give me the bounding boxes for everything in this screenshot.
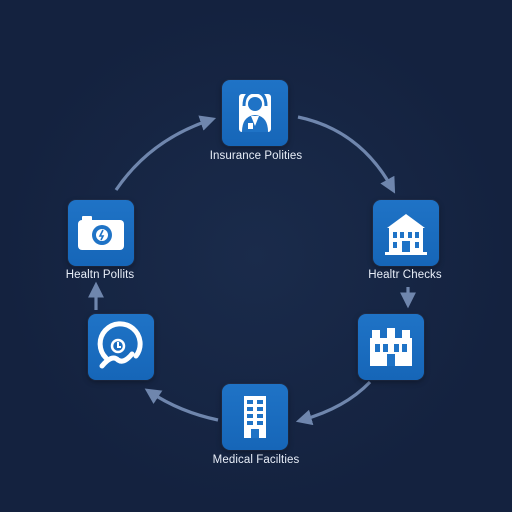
gauge-node[interactable] [88, 314, 154, 380]
health-checks-node[interactable] [373, 200, 439, 266]
hospital-facade-icon [370, 328, 412, 366]
office-tower-icon [244, 396, 266, 438]
arrow-building-to-facilities [295, 380, 372, 426]
health-policies-label: Healtn Pollits [65, 269, 135, 281]
arrow-policies-to-insurance [114, 115, 217, 191]
gauge-dial-icon [97, 321, 143, 369]
doctor-avatar-icon [239, 90, 271, 132]
insurance-label: Insurance Polities [209, 150, 303, 162]
camera-icon [78, 216, 124, 250]
medical-facilities-node[interactable] [222, 384, 288, 450]
health-policies-node[interactable] [68, 200, 134, 266]
arrow-facilities-to-gauge [144, 388, 219, 422]
medical-facilities-label: Medical Facilties [212, 454, 300, 466]
hospital-facade-node[interactable] [358, 314, 424, 380]
insurance-node[interactable] [222, 80, 288, 146]
health-checks-label: Healtr Checks [368, 269, 442, 281]
arrow-insurance-to-checks [297, 115, 396, 194]
hospital-building-icon [385, 214, 427, 255]
